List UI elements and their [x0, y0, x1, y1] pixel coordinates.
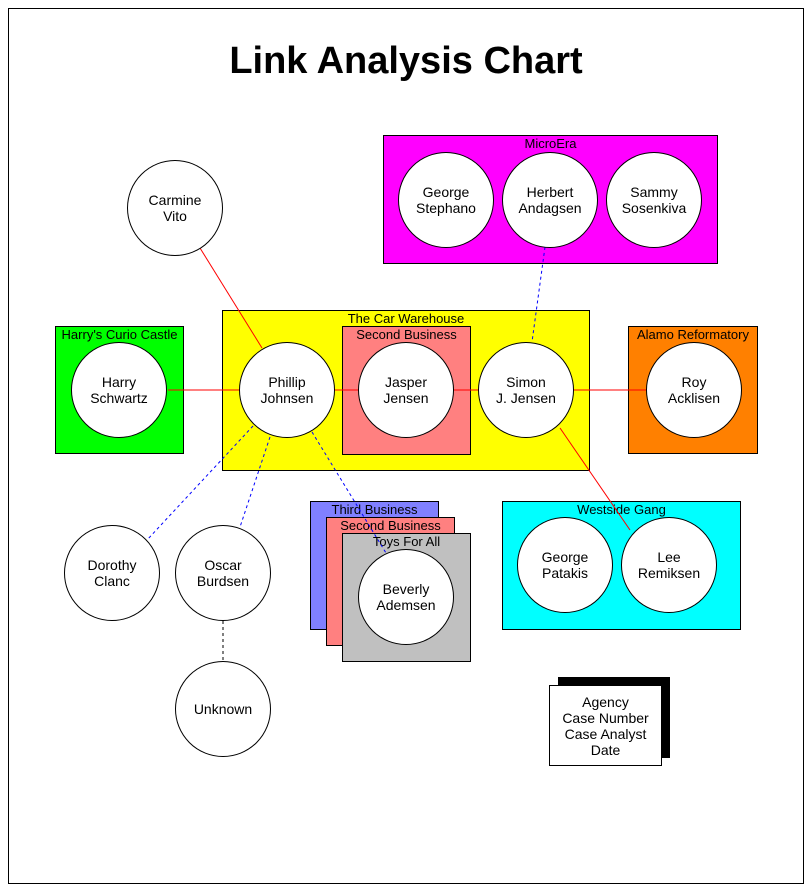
person-name-line: Remiksen: [637, 565, 701, 581]
info-date: Date: [590, 741, 621, 758]
person-name-line: Jasper: [384, 374, 428, 390]
group-label: Toys For All: [372, 534, 441, 549]
link-carmine-phillip: [199, 247, 263, 349]
person-name-line: Patakis: [542, 565, 588, 581]
person-sammy-sosenkiva[interactable]: Sammy Sosenkiva: [606, 152, 702, 248]
chart-title: Link Analysis Chart: [229, 40, 583, 82]
group-label: Alamo Reformatory: [637, 327, 749, 342]
person-name-line: Andagsen: [518, 200, 582, 216]
link-phillip-dorothy: [146, 425, 254, 541]
group-label: Westside Gang: [577, 502, 666, 517]
link-simon-lee: [559, 427, 631, 531]
person-name-line: Clanc: [94, 573, 130, 589]
group-label: The Car Warehouse: [347, 311, 465, 326]
group-label: Harry's Curio Castle: [61, 327, 178, 342]
person-george-stephano[interactable]: George Stephano: [398, 152, 494, 248]
person-name-line: Unknown: [193, 701, 253, 717]
person-herbert-andagsen[interactable]: Herbert Andagsen: [502, 152, 598, 248]
person-george-patakis[interactable]: George Patakis: [517, 517, 613, 613]
person-oscar-burdsen[interactable]: Oscar Burdsen: [175, 525, 271, 621]
person-name-line: Oscar: [204, 557, 242, 573]
person-phillip-johnsen[interactable]: Phillip Johnsen: [239, 342, 335, 438]
person-name-line: Vito: [163, 208, 187, 224]
info-case-number: Case Number: [562, 709, 649, 726]
person-name-line: Jensen: [383, 390, 429, 406]
person-name-line: J. Jensen: [496, 390, 556, 406]
info-agency: Agency: [582, 693, 629, 710]
link-phillip-oscar: [239, 436, 271, 528]
person-name-line: Acklisen: [667, 390, 721, 406]
person-name-line: Dorothy: [87, 557, 137, 573]
person-name-line: Beverly: [382, 581, 430, 597]
person-name-line: Burdsen: [196, 573, 250, 589]
person-dorothy-clanc[interactable]: Dorothy Clanc: [64, 525, 160, 621]
person-name-line: Lee: [657, 549, 681, 565]
person-name-line: Simon: [506, 374, 546, 390]
person-roy-acklisen[interactable]: Roy Acklisen: [646, 342, 742, 438]
person-name-line: George: [422, 184, 470, 200]
link-phillip-beverly: [311, 431, 387, 554]
person-name-line: Stephano: [416, 200, 476, 216]
group-label: Third Business: [331, 502, 418, 517]
group-label: MicroEra: [524, 136, 577, 151]
person-lee-remiksen[interactable]: Lee Remiksen: [621, 517, 717, 613]
person-name-line: Carmine: [148, 192, 202, 208]
person-simon-j-jensen[interactable]: Simon J. Jensen: [478, 342, 574, 438]
person-jasper-jensen[interactable]: Jasper Jensen: [358, 342, 454, 438]
case-info-card[interactable]: Agency Case Number Case Analyst Date: [549, 685, 662, 766]
person-name-line: Roy: [681, 374, 707, 390]
person-unknown[interactable]: Unknown: [175, 661, 271, 757]
group-label: Second Business: [356, 327, 457, 342]
person-name-line: Harry: [101, 374, 137, 390]
person-name-line: Schwartz: [90, 390, 148, 406]
link-herbert-simon: [531, 246, 546, 343]
person-name-line: Ademsen: [376, 597, 436, 613]
person-beverly-ademsen[interactable]: Beverly Ademsen: [358, 549, 454, 645]
person-carmine-vito[interactable]: Carmine Vito: [127, 160, 223, 256]
info-case-analyst: Case Analyst: [564, 725, 647, 742]
person-name-line: Herbert: [526, 184, 574, 200]
person-name-line: Johnsen: [260, 390, 314, 406]
person-harry-schwartz[interactable]: Harry Schwartz: [71, 342, 167, 438]
person-name-line: George: [541, 549, 589, 565]
group-label: Second Business: [340, 518, 441, 533]
person-name-line: Sosenkiva: [621, 200, 687, 216]
person-name-line: Sammy: [630, 184, 678, 200]
person-name-line: Phillip: [268, 374, 306, 390]
